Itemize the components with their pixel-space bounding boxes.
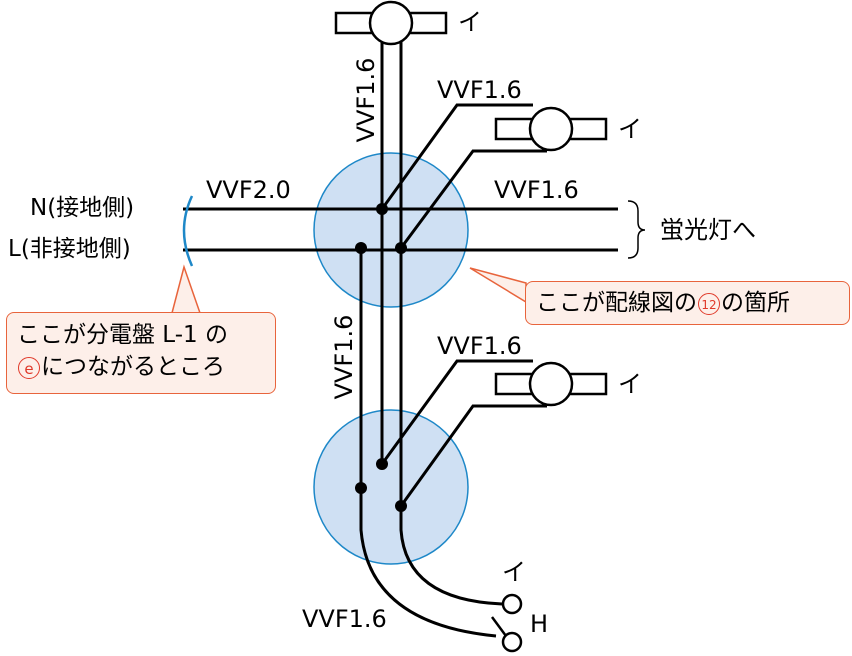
switch-terminal-h: [501, 631, 523, 653]
lamp-receptacle-right-top: [494, 106, 608, 152]
line-bracket-left: [182, 195, 194, 267]
dot-lower-l: [355, 482, 367, 494]
wire-label-top-vertical: VVF1.6: [352, 57, 380, 143]
lamp-label-right-top: イ: [618, 115, 642, 143]
dot-lower-a: [376, 458, 388, 470]
callout-left-pointer: [171, 264, 202, 314]
lamp-label-right-lower: イ: [618, 370, 642, 398]
wire-label-bottom-switch: VVF1.6: [302, 605, 387, 633]
switch-wire-i: [399, 506, 503, 606]
switch-label-i: イ: [502, 558, 526, 586]
callout-right-after: の箇所: [721, 290, 790, 316]
connection-dots: [355, 203, 407, 512]
callout-left-line2-text: につながるところ: [41, 354, 225, 380]
wire-label-right-feed: VVF1.6: [494, 176, 579, 204]
right-top-lamp-wire-a: [380, 103, 533, 210]
right-lower-lamp-wire-b: [399, 404, 547, 507]
wire-label-lower-vertical: VVF1.6: [330, 314, 358, 400]
dot-lower-b: [395, 500, 407, 512]
lamp-receptacle-top: [334, 0, 448, 46]
wire-label-right-lower-lamp: VVF1.6: [437, 332, 522, 360]
marker-e: e: [18, 356, 40, 379]
dot-l-left: [355, 242, 367, 254]
junction-box-lower: [313, 409, 469, 565]
callout-left-line1: ここが分電盤 L-1 の: [17, 322, 228, 348]
right-top-lamp-wire-b: [399, 149, 547, 249]
switch-lever: [490, 616, 508, 637]
switch-terminal-i: [501, 593, 523, 615]
lamp-receptacle-right-lower: [494, 361, 608, 407]
n-line-label: N(接地側): [30, 195, 135, 221]
switch-wire-h: [359, 488, 497, 638]
callout-right-pointer: [469, 267, 527, 304]
callout-right-before: ここが配線図の: [536, 290, 697, 316]
junction-box-upper: [313, 152, 469, 308]
switch-label-h: H: [530, 610, 549, 638]
marker-12: 12: [698, 292, 720, 315]
fluorescent-brace: [627, 200, 646, 259]
l-line-label: L(非接地側): [8, 236, 131, 262]
wire-label-right-top-lamp: VVF1.6: [437, 76, 522, 104]
fluorescent-label: 蛍光灯へ: [660, 216, 756, 244]
dot-n-top: [376, 203, 388, 215]
wires: [183, 40, 618, 638]
lamp-label-top: イ: [458, 8, 482, 36]
right-lower-lamp-wire-a: [380, 359, 533, 465]
wire-label-left-feed: VVF2.0: [206, 176, 291, 204]
dot-l-right: [395, 242, 407, 254]
